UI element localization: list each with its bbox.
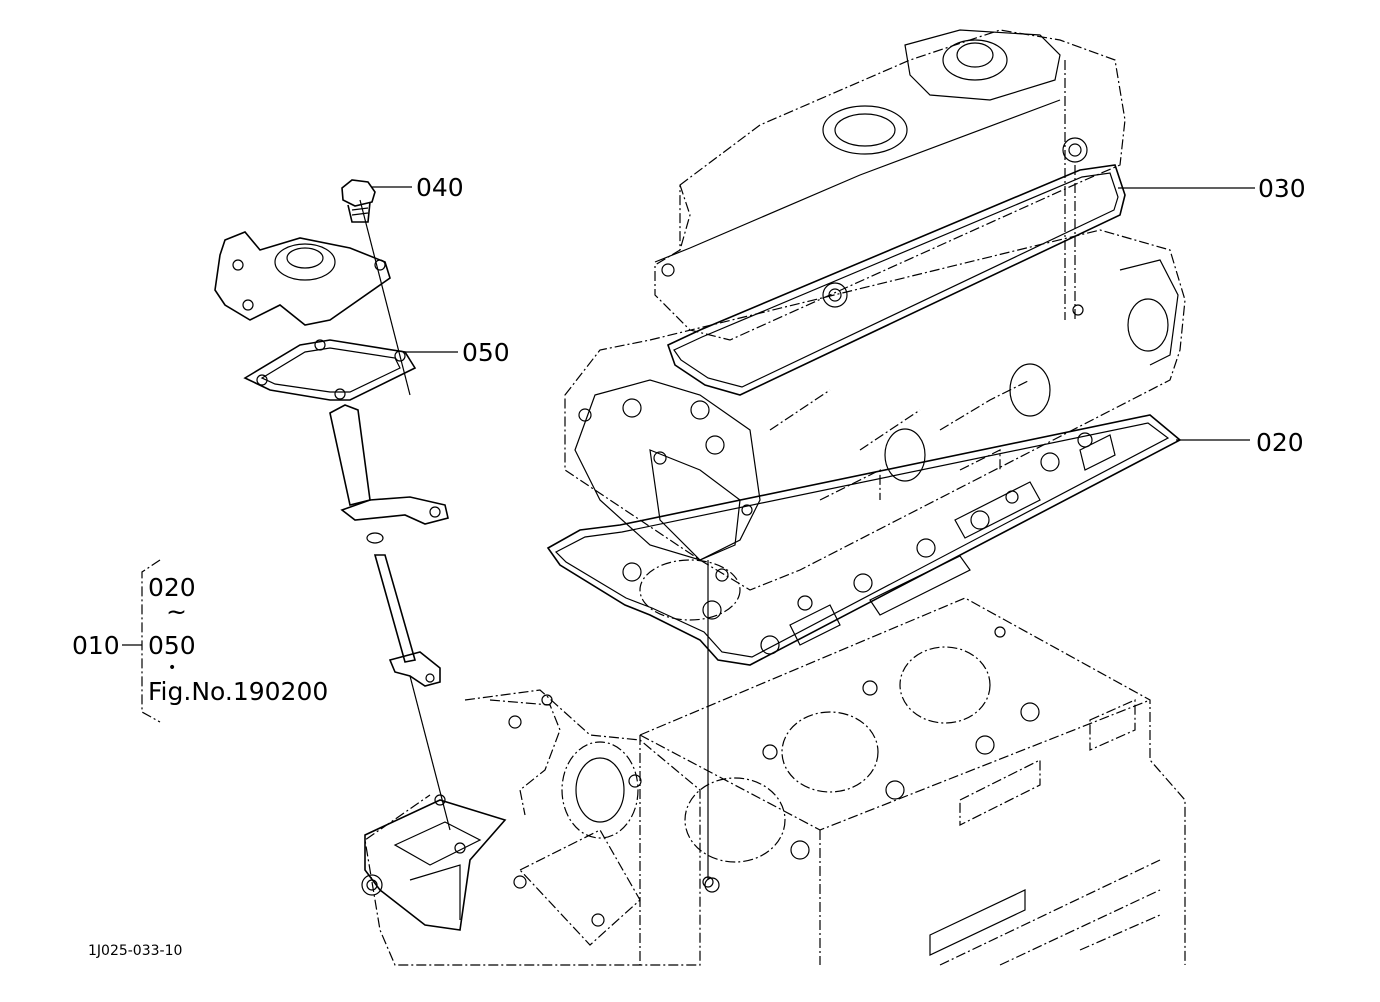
- thermostat-cover-drawing: [214, 231, 391, 326]
- fig-reference-link[interactable]: Fig.No.190200: [148, 677, 328, 706]
- thermostat-gasket-drawing: [243, 339, 417, 401]
- bypass-pipe-drawing: [329, 404, 449, 687]
- drawing-id: 1J025-033-10: [88, 943, 182, 959]
- cylinder-head-drawing: [564, 229, 1186, 591]
- head-gasket-drawing: [546, 414, 1182, 666]
- callout-020[interactable]: 020: [1256, 428, 1304, 457]
- head-cover-drawing: [654, 29, 1126, 341]
- group-range-mark: ~: [166, 597, 187, 626]
- group-to-label: 050: [148, 631, 196, 660]
- head-cover-gasket-drawing: [667, 164, 1126, 396]
- gear-case-drawing: [364, 689, 701, 966]
- group-from-label: 020: [148, 573, 196, 602]
- assembly-guide-lines: [359, 199, 714, 888]
- group-bullet: •: [168, 660, 176, 676]
- callout-030-label: 030: [1258, 174, 1306, 203]
- hex-bolt-drawing: [341, 179, 376, 223]
- callout-040-label: 040: [416, 173, 464, 202]
- assembly-group-note: 010 020 ~ 050 • Fig.No.190200: [72, 559, 328, 723]
- water-flange-housing-drawing: [361, 794, 507, 931]
- leader-lines: [372, 186, 1255, 441]
- callout-050[interactable]: 050: [462, 338, 510, 367]
- callout-020-label: 020: [1256, 428, 1304, 457]
- callout-030[interactable]: 030: [1258, 174, 1306, 203]
- group-root-label: 010: [72, 631, 120, 660]
- callout-040[interactable]: 040: [416, 173, 464, 202]
- cylinder-block-drawing: [639, 597, 1186, 966]
- callout-050-label: 050: [462, 338, 510, 367]
